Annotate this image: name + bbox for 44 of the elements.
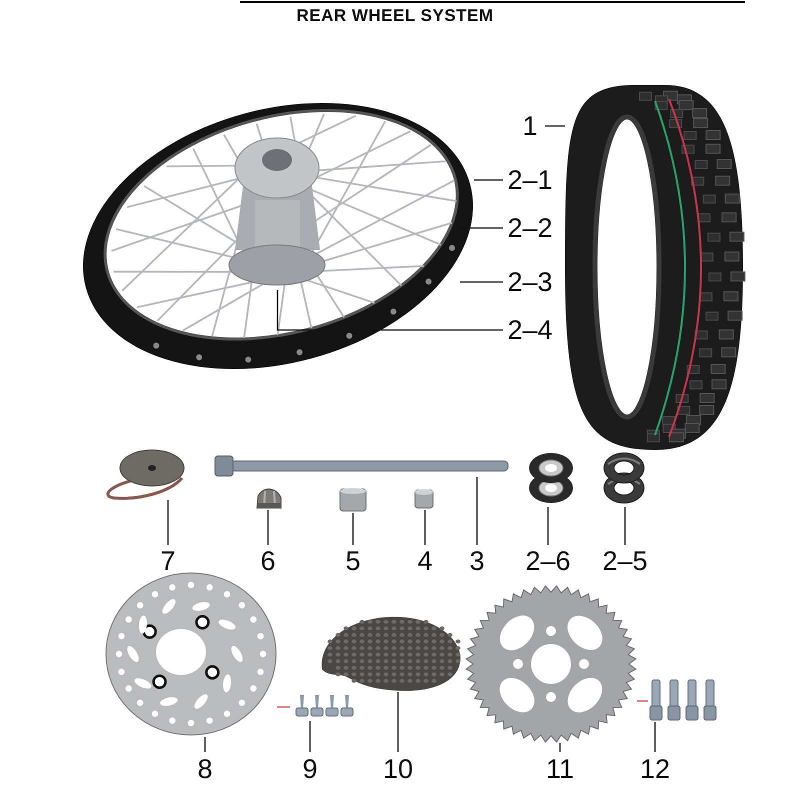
callout-number: 8 [190, 752, 220, 786]
leader-line [654, 722, 656, 752]
callout-number: 2–6 [521, 545, 575, 577]
callout-number: 1 [515, 110, 545, 142]
tire-drawing [565, 85, 745, 450]
leader-line [277, 706, 290, 708]
callout-number: 2–1 [503, 164, 557, 196]
leader-line [545, 125, 565, 127]
leader-line [460, 281, 503, 283]
callout-number: 2–5 [598, 545, 652, 577]
callout-number: 3 [462, 545, 492, 577]
callout-number: 10 [378, 752, 418, 786]
leader-line [397, 692, 399, 752]
leader-line [167, 500, 169, 545]
leader-line [267, 510, 269, 545]
axle-drawing [215, 455, 510, 477]
sprocket-drawing [465, 585, 637, 743]
leader-line [309, 721, 311, 752]
callout-number: 11 [540, 752, 580, 786]
leader-line [352, 513, 354, 545]
callout-number: 12 [635, 752, 675, 786]
leader-line [424, 510, 426, 545]
callout-number: 6 [253, 545, 283, 577]
callout-number: 7 [153, 545, 183, 577]
leader-line [474, 179, 503, 181]
spacer-drawing [415, 488, 433, 510]
title: REAR WHEEL SYSTEM [295, 6, 495, 26]
bolts-drawing [648, 680, 718, 722]
callout-number: 9 [295, 752, 325, 786]
leader-line [547, 507, 549, 545]
brake-disc-drawing [105, 572, 277, 737]
leader-line [276, 290, 503, 331]
callout-number: 2–3 [503, 266, 557, 298]
callout-number: 2–4 [503, 314, 557, 346]
callout-number: 2–2 [503, 212, 557, 244]
nut-drawing [256, 488, 282, 510]
callout-number: 4 [410, 545, 440, 577]
callout-number: 5 [338, 545, 368, 577]
leader-line [624, 507, 626, 545]
leader-line [559, 743, 561, 752]
leader-line [476, 477, 478, 545]
spacer-drawing [340, 487, 366, 513]
leader-line [204, 737, 206, 752]
leader-line [637, 700, 648, 702]
